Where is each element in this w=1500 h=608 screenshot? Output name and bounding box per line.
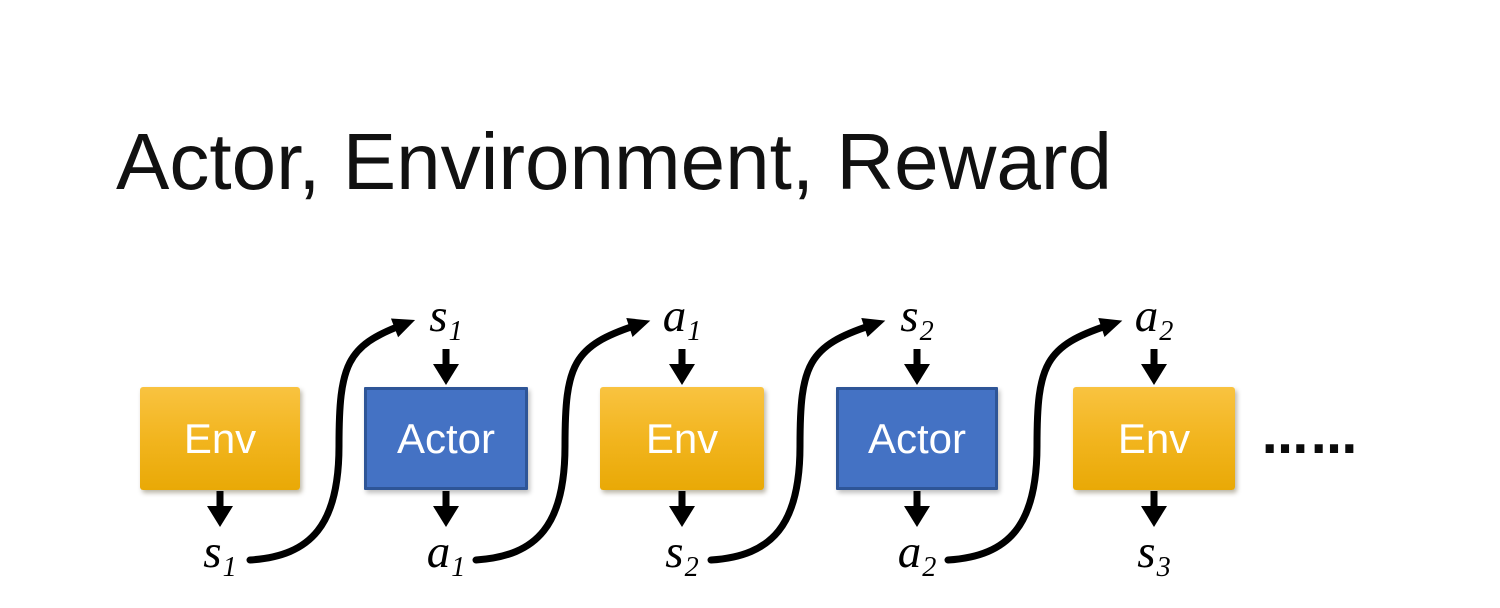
label-s3-out-base: s [1137, 526, 1156, 578]
down-arrow-head [669, 506, 695, 527]
down-arrow-s2-into-actor2 [904, 349, 930, 385]
env-box-2: Env [600, 387, 764, 490]
actor-box-1-label: Actor [396, 414, 496, 462]
label-a2-out-base: a [897, 526, 922, 578]
down-arrow-head [433, 506, 459, 527]
label-a1-out: a1 [427, 529, 466, 582]
label-s1-out-sub: 1 [222, 552, 237, 584]
env-box-3-label: Env [1117, 414, 1191, 462]
env-box-1-label: Env [183, 414, 257, 462]
down-arrow-head [207, 506, 233, 527]
env-box-1: Env [140, 387, 300, 490]
down-arrow-env1-to-s1 [207, 491, 233, 527]
label-a2-out: a2 [898, 529, 937, 582]
label-s1-in: s1 [429, 293, 462, 346]
label-s1-in-sub: 1 [448, 316, 463, 348]
label-a1-in-base: a [662, 290, 687, 342]
label-a1-in: a1 [663, 293, 702, 346]
down-arrow-head [669, 364, 695, 385]
env-box-2-label: Env [645, 414, 719, 462]
actor-box-1: Actor [364, 387, 528, 490]
continuation-dots: …… [1262, 410, 1360, 464]
label-a1-in-sub: 1 [687, 316, 702, 348]
label-s1-in-base: s [429, 290, 448, 342]
label-a2-out-sub: 2 [922, 552, 937, 584]
down-arrow-env2-to-s2 [669, 491, 695, 527]
label-s3-out-sub: 3 [1156, 552, 1171, 584]
actor-box-2-label: Actor [867, 414, 967, 462]
label-s3-out: s3 [1137, 529, 1170, 582]
down-arrow-a1-into-env2 [669, 349, 695, 385]
down-arrow-s1-into-actor1 [433, 349, 459, 385]
down-arrow-head [1141, 506, 1167, 527]
label-s2-out: s2 [665, 529, 698, 582]
label-s2-out-sub: 2 [684, 552, 699, 584]
label-s2-in-base: s [900, 290, 919, 342]
label-s2-out-base: s [665, 526, 684, 578]
down-arrow-actor2-to-a2 [904, 491, 930, 527]
page-title: Actor, Environment, Reward [116, 117, 1112, 206]
label-s1-out-base: s [203, 526, 222, 578]
down-arrow-head [904, 506, 930, 527]
label-s2-in: s2 [900, 293, 933, 346]
actor-box-2: Actor [836, 387, 998, 490]
label-a2-in-base: a [1134, 290, 1159, 342]
env-box-3: Env [1073, 387, 1235, 490]
label-s2-in-sub: 2 [919, 316, 934, 348]
label-a1-out-sub: 1 [451, 552, 466, 584]
down-arrow-head [433, 364, 459, 385]
label-a1-out-base: a [426, 526, 451, 578]
down-arrow-head [1141, 364, 1167, 385]
label-a2-in: a2 [1135, 293, 1174, 346]
label-s1-out: s1 [203, 529, 236, 582]
label-a2-in-sub: 2 [1159, 316, 1174, 348]
down-arrow-env3-to-s3 [1141, 491, 1167, 527]
down-arrow-head [904, 364, 930, 385]
down-arrow-a2-into-env3 [1141, 349, 1167, 385]
down-arrow-actor1-to-a1 [433, 491, 459, 527]
